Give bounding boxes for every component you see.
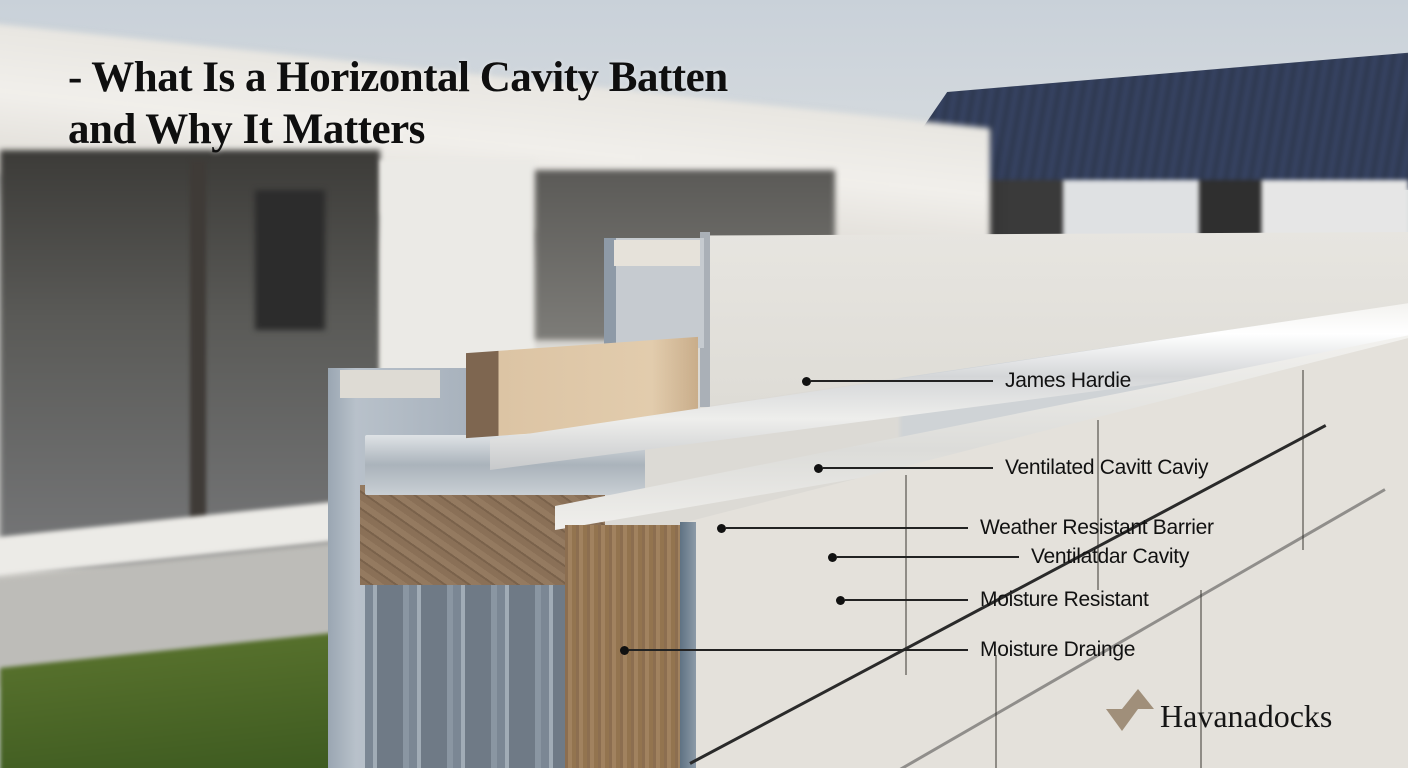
callout-label: James Hardie — [1005, 369, 1131, 392]
steel-frame — [365, 575, 565, 768]
window-artwork — [255, 190, 325, 330]
callout-moisture-resistant: Moisture Resistant — [836, 588, 1149, 612]
backing-board-top — [340, 370, 440, 398]
brand-logo: Havanadocks — [1106, 686, 1332, 735]
panel-seam — [995, 655, 997, 768]
leader-line — [629, 649, 968, 651]
lower-cladding-edge — [680, 522, 696, 768]
panel-seam — [1200, 590, 1202, 768]
leader-line — [845, 599, 968, 601]
panel-seam — [905, 475, 907, 675]
leader-line — [823, 467, 993, 469]
window-mullion — [190, 160, 206, 540]
callout-dot-icon — [717, 523, 726, 533]
page-title: - What Is a Horizontal Cavity Batten and… — [68, 52, 888, 156]
callout-label: Ventilatdar Cavity — [1031, 545, 1190, 568]
callout-dot-icon — [828, 552, 837, 562]
callout-dot-icon — [620, 645, 629, 655]
timber-plate — [360, 485, 605, 585]
callout-weather-barrier: Weather Resistant Barrier — [717, 516, 1214, 540]
leader-line — [837, 556, 1019, 558]
callout-label: Weather Resistant Barrier — [980, 516, 1214, 539]
callout-label: Ventilated Cavitt Caviy — [1005, 456, 1209, 479]
callout-james-hardie: James Hardie — [802, 369, 1131, 393]
triangle-mark-icon — [1106, 688, 1154, 733]
callout-ventilated-cavitt: Ventilated Cavitt Caviy — [814, 456, 1209, 480]
title-line-1: - What Is a Horizontal Cavity Batten — [68, 54, 728, 101]
callout-dot-icon — [836, 595, 845, 605]
callout-label: Moisture Resistant — [980, 588, 1149, 611]
leader-line — [726, 527, 968, 529]
callout-dot-icon — [814, 463, 823, 473]
upper-cladding-edge — [700, 232, 710, 407]
upper-board-top — [614, 240, 700, 266]
title-line-2: and Why It Matters — [68, 106, 425, 153]
callout-dot-icon — [802, 376, 811, 386]
callout-moisture-drainge: Moisture Drainge — [620, 638, 1135, 662]
panel-seam — [1097, 420, 1099, 590]
panel-seam — [1302, 370, 1304, 550]
callout-ventilatdar-cavity: Ventilatdar Cavity — [828, 545, 1189, 569]
brand-name: Havanadocks — [1160, 698, 1333, 734]
callout-label: Moisture Drainge — [980, 638, 1136, 661]
leader-line — [811, 380, 993, 382]
